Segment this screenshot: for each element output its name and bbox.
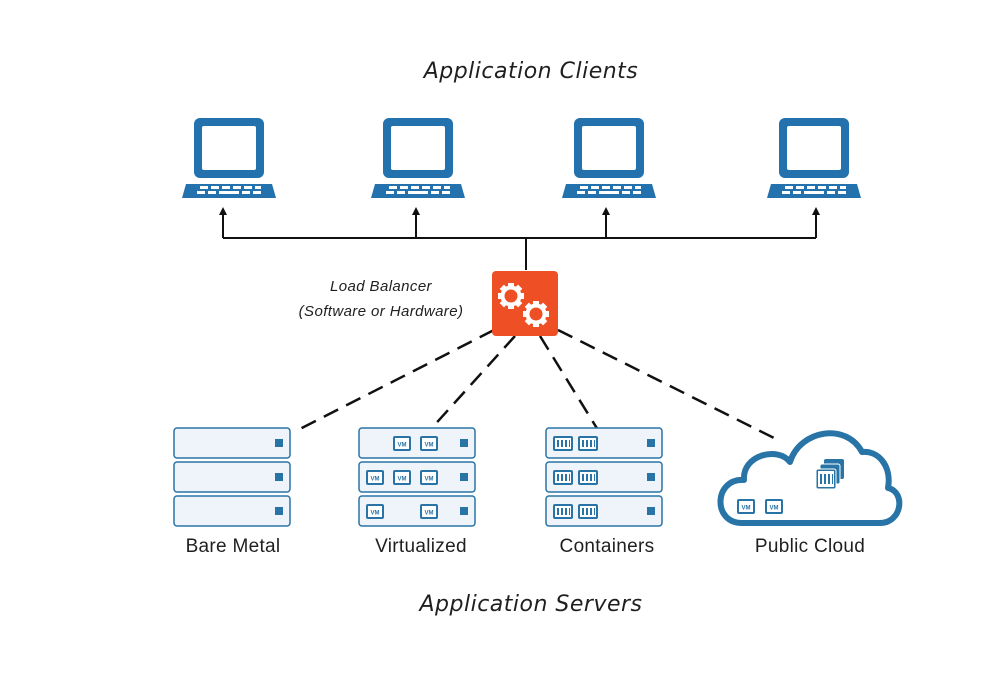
client-laptop-2: [371, 118, 465, 198]
client-laptop-1: [182, 118, 276, 198]
clients-title: Application Clients: [422, 59, 639, 84]
containers-server-icon: [545, 427, 663, 527]
public-cloud-icon: [717, 430, 903, 526]
load-balancer-box: [492, 271, 558, 336]
servers-title: Application Servers: [417, 592, 642, 617]
client-laptop-3: [562, 118, 656, 198]
server-connectors: [293, 328, 779, 442]
server-label-virtualized: Virtualized: [375, 536, 467, 557]
server-label-public-cloud: Public Cloud: [755, 536, 865, 557]
bare-metal-server-icon: [173, 427, 291, 527]
load-balancer-label-line1: Load Balancer: [330, 278, 433, 295]
client-connectors: [219, 207, 820, 270]
server-label-bare-metal: Bare Metal: [186, 536, 281, 557]
virtualized-server-icon: [358, 427, 476, 527]
server-label-containers: Containers: [560, 536, 655, 557]
load-balancer-label-line2: (Software or Hardware): [299, 303, 464, 320]
client-laptop-4: [767, 118, 861, 198]
